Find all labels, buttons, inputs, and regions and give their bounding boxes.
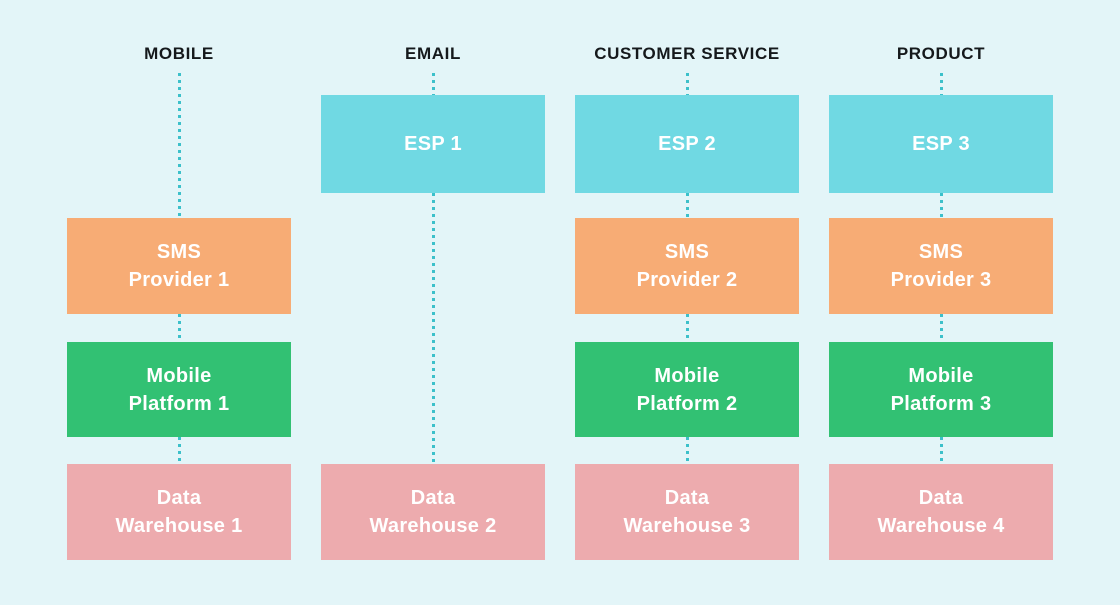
node-label-line: Mobile <box>908 364 974 387</box>
connector-platform-to-warehouse <box>685 437 689 464</box>
column-mobile: MOBILE SMS Provider 1 Mobile Platform 1 … <box>67 0 291 605</box>
node-sms-provider-2: SMS Provider 2 <box>575 218 799 314</box>
node-label-line: Data <box>918 487 964 509</box>
node-label-line: ESP 3 <box>912 133 970 155</box>
node-label-line: Mobile <box>654 364 720 387</box>
column-header-product: PRODUCT <box>896 44 986 63</box>
node-label-line: Platform 3 <box>890 392 992 415</box>
connector-header-to-esp <box>685 73 689 95</box>
node-label-line: ESP 2 <box>658 133 716 155</box>
node-label-line: Data <box>156 487 202 509</box>
node-label-line: SMS <box>156 241 202 263</box>
column-header-mobile: MOBILE <box>144 44 214 63</box>
connector-platform-to-warehouse <box>939 437 943 464</box>
node-esp-1: ESP 1 <box>321 95 545 193</box>
node-data-warehouse-3: Data Warehouse 3 <box>575 464 799 560</box>
node-label-line: Provider 3 <box>890 269 992 291</box>
column-header-customer-service: CUSTOMER SERVICE <box>594 44 780 63</box>
connector-header-to-esp <box>431 73 435 95</box>
node-sms-provider-3: SMS Provider 3 <box>829 218 1053 314</box>
node-label-line: Warehouse 3 <box>623 515 751 537</box>
node-data-warehouse-2: Data Warehouse 2 <box>321 464 545 560</box>
connector-header-to-sms <box>177 73 181 218</box>
column-header-email: EMAIL <box>405 44 461 63</box>
node-sms-provider-1: SMS Provider 1 <box>67 218 291 314</box>
node-mobile-platform-3: Mobile Platform 3 <box>829 342 1053 437</box>
node-label-line: Data <box>410 487 456 509</box>
node-label-line: SMS <box>664 241 710 263</box>
node-label-line: Warehouse 2 <box>369 515 497 537</box>
connector-platform-to-warehouse <box>177 437 181 464</box>
node-label-line: Warehouse 4 <box>877 515 1005 537</box>
node-label-line: SMS <box>918 241 964 263</box>
connector-header-to-esp <box>939 73 943 95</box>
node-esp-2: ESP 2 <box>575 95 799 193</box>
node-label-line: ESP 1 <box>404 133 462 155</box>
node-label-line: Warehouse 1 <box>115 515 243 537</box>
connector-sms-to-platform <box>177 314 181 342</box>
node-label-line: Platform 2 <box>636 392 738 415</box>
node-label-line: Mobile <box>146 364 212 387</box>
node-data-warehouse-4: Data Warehouse 4 <box>829 464 1053 560</box>
connector-sms-to-platform <box>685 314 689 342</box>
connector-sms-to-platform <box>939 314 943 342</box>
node-mobile-platform-2: Mobile Platform 2 <box>575 342 799 437</box>
node-esp-3: ESP 3 <box>829 95 1053 193</box>
node-label-line: Provider 2 <box>636 269 738 291</box>
connector-esp-to-warehouse <box>431 193 435 464</box>
node-label-line: Data <box>664 487 710 509</box>
node-mobile-platform-1: Mobile Platform 1 <box>67 342 291 437</box>
column-email: EMAIL ESP 1 Data Warehouse 2 <box>321 0 545 605</box>
node-data-warehouse-1: Data Warehouse 1 <box>67 464 291 560</box>
connector-esp-to-sms <box>939 193 943 218</box>
node-label-line: Platform 1 <box>128 392 230 415</box>
node-label-line: Provider 1 <box>128 269 230 291</box>
column-product: PRODUCT ESP 3 SMS Provider 3 Mobile Plat… <box>829 0 1053 605</box>
column-customer-service: CUSTOMER SERVICE ESP 2 SMS Provider 2 Mo… <box>575 0 799 605</box>
connector-esp-to-sms <box>685 193 689 218</box>
